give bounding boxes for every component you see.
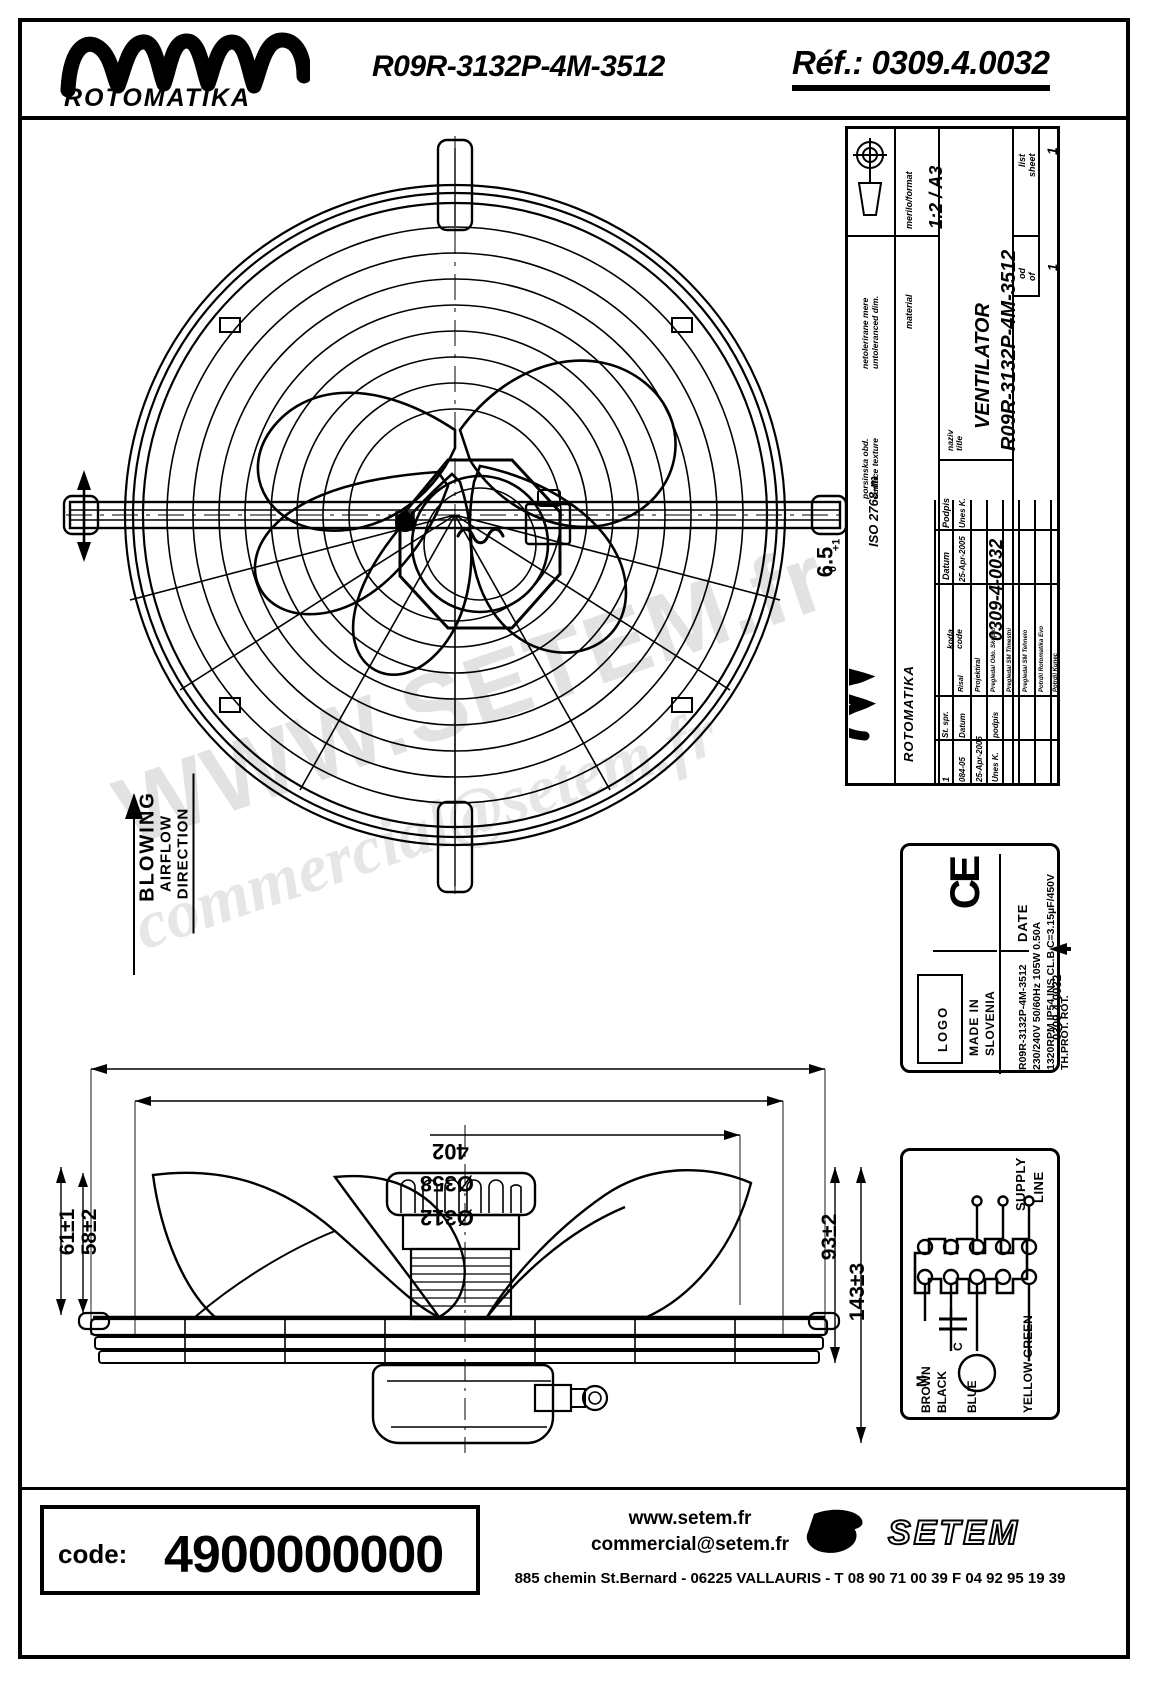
header-divider	[22, 116, 1126, 120]
dim-93: 93±2	[818, 1213, 841, 1261]
rev-col-signature-sl: Podpis	[941, 497, 951, 528]
rev-row-1: Projektiral	[975, 657, 982, 692]
airflow-label-direction: AIRFLOW DIRECTION	[157, 773, 195, 934]
dim-402: 402	[432, 1139, 469, 1164]
sheet-value: 1	[1044, 147, 1060, 155]
rotomatika-small-word: ROTOMATIKA	[901, 665, 916, 762]
rev-date-3: Datum	[958, 713, 967, 738]
rev-date-2: St. spr.	[941, 711, 950, 738]
airflow-label-blowing: BLOWING	[136, 791, 159, 902]
projection-symbol-cell	[848, 129, 896, 235]
ce-mark-icon: CE	[941, 858, 988, 910]
wire-label-black: BLACK	[935, 1371, 949, 1413]
setem-logo-icon: SETEM	[800, 1504, 1100, 1560]
revision-strip: Podpis Unes K. Datum 25-Apr-2005 Risal P…	[831, 497, 1060, 786]
sheet-cell	[1012, 129, 1040, 237]
wire-label-brown: BROWN	[919, 1366, 933, 1413]
rev-row-2: Pregledal Odo. Skupro	[991, 627, 997, 692]
brand-name: ROTOMATIKA	[64, 84, 252, 112]
rev-row-6: Potrdil Kunec	[1053, 652, 1059, 692]
sheet-label-sl: list	[1017, 153, 1027, 167]
scale-label: merilo/format	[904, 171, 914, 229]
of-label-sl: od	[1017, 268, 1027, 279]
rotation-arrow-icon	[1049, 942, 1071, 956]
rev-sign-1: 25-Apr-2005	[975, 736, 984, 782]
date-cell	[999, 854, 1029, 952]
rotomatika-logo-small-icon	[831, 640, 929, 760]
code-box: code: 4900000000	[40, 1505, 480, 1595]
nameplate-divider	[999, 950, 1001, 1074]
setem-website[interactable]: www.setem.fr	[628, 1508, 752, 1529]
airflow-arrow-icon	[125, 793, 143, 975]
rev-row-5: Potrdil Rotomatika Evo	[1039, 625, 1045, 692]
motor-symbol-label: M	[913, 1375, 929, 1387]
dim-outer-diameter: Ø358	[420, 1171, 474, 1196]
footer-divider	[22, 1487, 1126, 1490]
material-label: material	[904, 294, 914, 329]
dim-58: 58±2	[78, 1208, 101, 1256]
rev-index: 1	[941, 776, 951, 782]
of-label-en: of	[1027, 272, 1037, 282]
code-value: 4900000000	[164, 1526, 444, 1584]
dim-6-5-tol-lower: 0	[827, 565, 840, 573]
header: ROTOMATIKA R09R-3132P-4M-3512 Réf.: 0309…	[22, 22, 1126, 114]
rev-sign-3: podpis	[991, 711, 1000, 738]
setem-address: 885 chemin St.Bernard - 06225 VALLAURIS …	[514, 1570, 1066, 1587]
drawing-code-cell	[938, 459, 1014, 783]
setem-wordmark: SETEM	[888, 1514, 1020, 1552]
code-label: code:	[58, 1539, 128, 1569]
rev-row-4: Pregledal SM Tehnelo	[1023, 629, 1029, 692]
rotomatika-logo-icon	[60, 28, 310, 114]
rev-row-3: Pregledal SM Tlmestni	[1007, 627, 1013, 692]
side-view-drawing	[35, 1055, 885, 1455]
dim-61: 61±1	[56, 1208, 79, 1256]
title-label-en: title	[954, 435, 964, 451]
supply-label-line1: SUPPLY	[1013, 1157, 1028, 1211]
dim-143: 143±3	[846, 1262, 869, 1322]
nameplate-date-label: DATE	[1015, 903, 1030, 942]
wire-label-yellow-green: YELLOW-GREEN	[1021, 1315, 1035, 1413]
logo-placeholder-box	[917, 974, 963, 1064]
ce-cell: CE	[933, 854, 997, 952]
made-in-line1: MADE IN	[967, 998, 981, 1056]
header-reference: Réf.: 0309.4.0032	[792, 44, 1050, 91]
supply-label-line2: LINE	[1031, 1171, 1046, 1203]
dim-impeller-diameter: Ø312	[420, 1205, 474, 1230]
title-block-col-2	[938, 129, 940, 783]
drawing-frame	[18, 18, 1130, 1659]
rev-col-date: Datum	[941, 551, 951, 580]
made-in-line2: SLOVENIA	[983, 990, 997, 1056]
nameplate-code-vertical: 0309-4-0032	[1052, 974, 1064, 1040]
drawing-title-line1: VENTILATOR	[972, 303, 994, 429]
logo-placeholder-label: LOGO	[935, 1005, 950, 1052]
nameplate-spec-1: R09R-3132P-4M-3512	[1017, 964, 1029, 1070]
setem-email[interactable]: commercial@setem.fr	[590, 1534, 790, 1555]
setem-contact: www.setem.fr commercial@setem.fr 885 che…	[500, 1500, 1100, 1610]
rev-sign-2: Unes K.	[991, 752, 1000, 782]
sheet-label-en: sheet	[1027, 153, 1037, 177]
front-view-drawing	[60, 130, 850, 920]
dim-6-5-value: 6.5	[812, 546, 838, 578]
product-nameplate: CE DATE MADE IN SLOVENIA LOGO R09R-3132P…	[900, 843, 1071, 1074]
airflow-indicator: BLOWING AIRFLOW DIRECTION	[78, 773, 198, 980]
tolerance-cell	[848, 235, 896, 783]
of-value: 1	[1045, 263, 1060, 271]
rev-date-value: 25-Apr-2005	[958, 536, 967, 582]
sheet-of-cell	[1012, 235, 1040, 297]
nameplate-spec-2: 230/240V 50/60Hz 105W 0.50A	[1031, 921, 1043, 1070]
nameplate-spec-3: 1320RPM IP54 INS.CL.B C=3.15µF/450V	[1045, 873, 1057, 1070]
wiring-diagram: SUPPLY LINE BROWN BLACK C BLUE YELLOW-GR…	[900, 1148, 1060, 1420]
wire-label-blue: BLUE	[965, 1380, 979, 1413]
wire-label-c: C	[951, 1342, 965, 1351]
rev-row-0: Risal	[958, 675, 965, 692]
rev-col-signature-en: Unes K.	[958, 498, 967, 528]
dim-6-5-tol-upper: +1	[830, 538, 843, 552]
header-model: R09R-3132P-4M-3512	[372, 50, 665, 83]
rev-date-1: 084-05	[958, 757, 967, 782]
